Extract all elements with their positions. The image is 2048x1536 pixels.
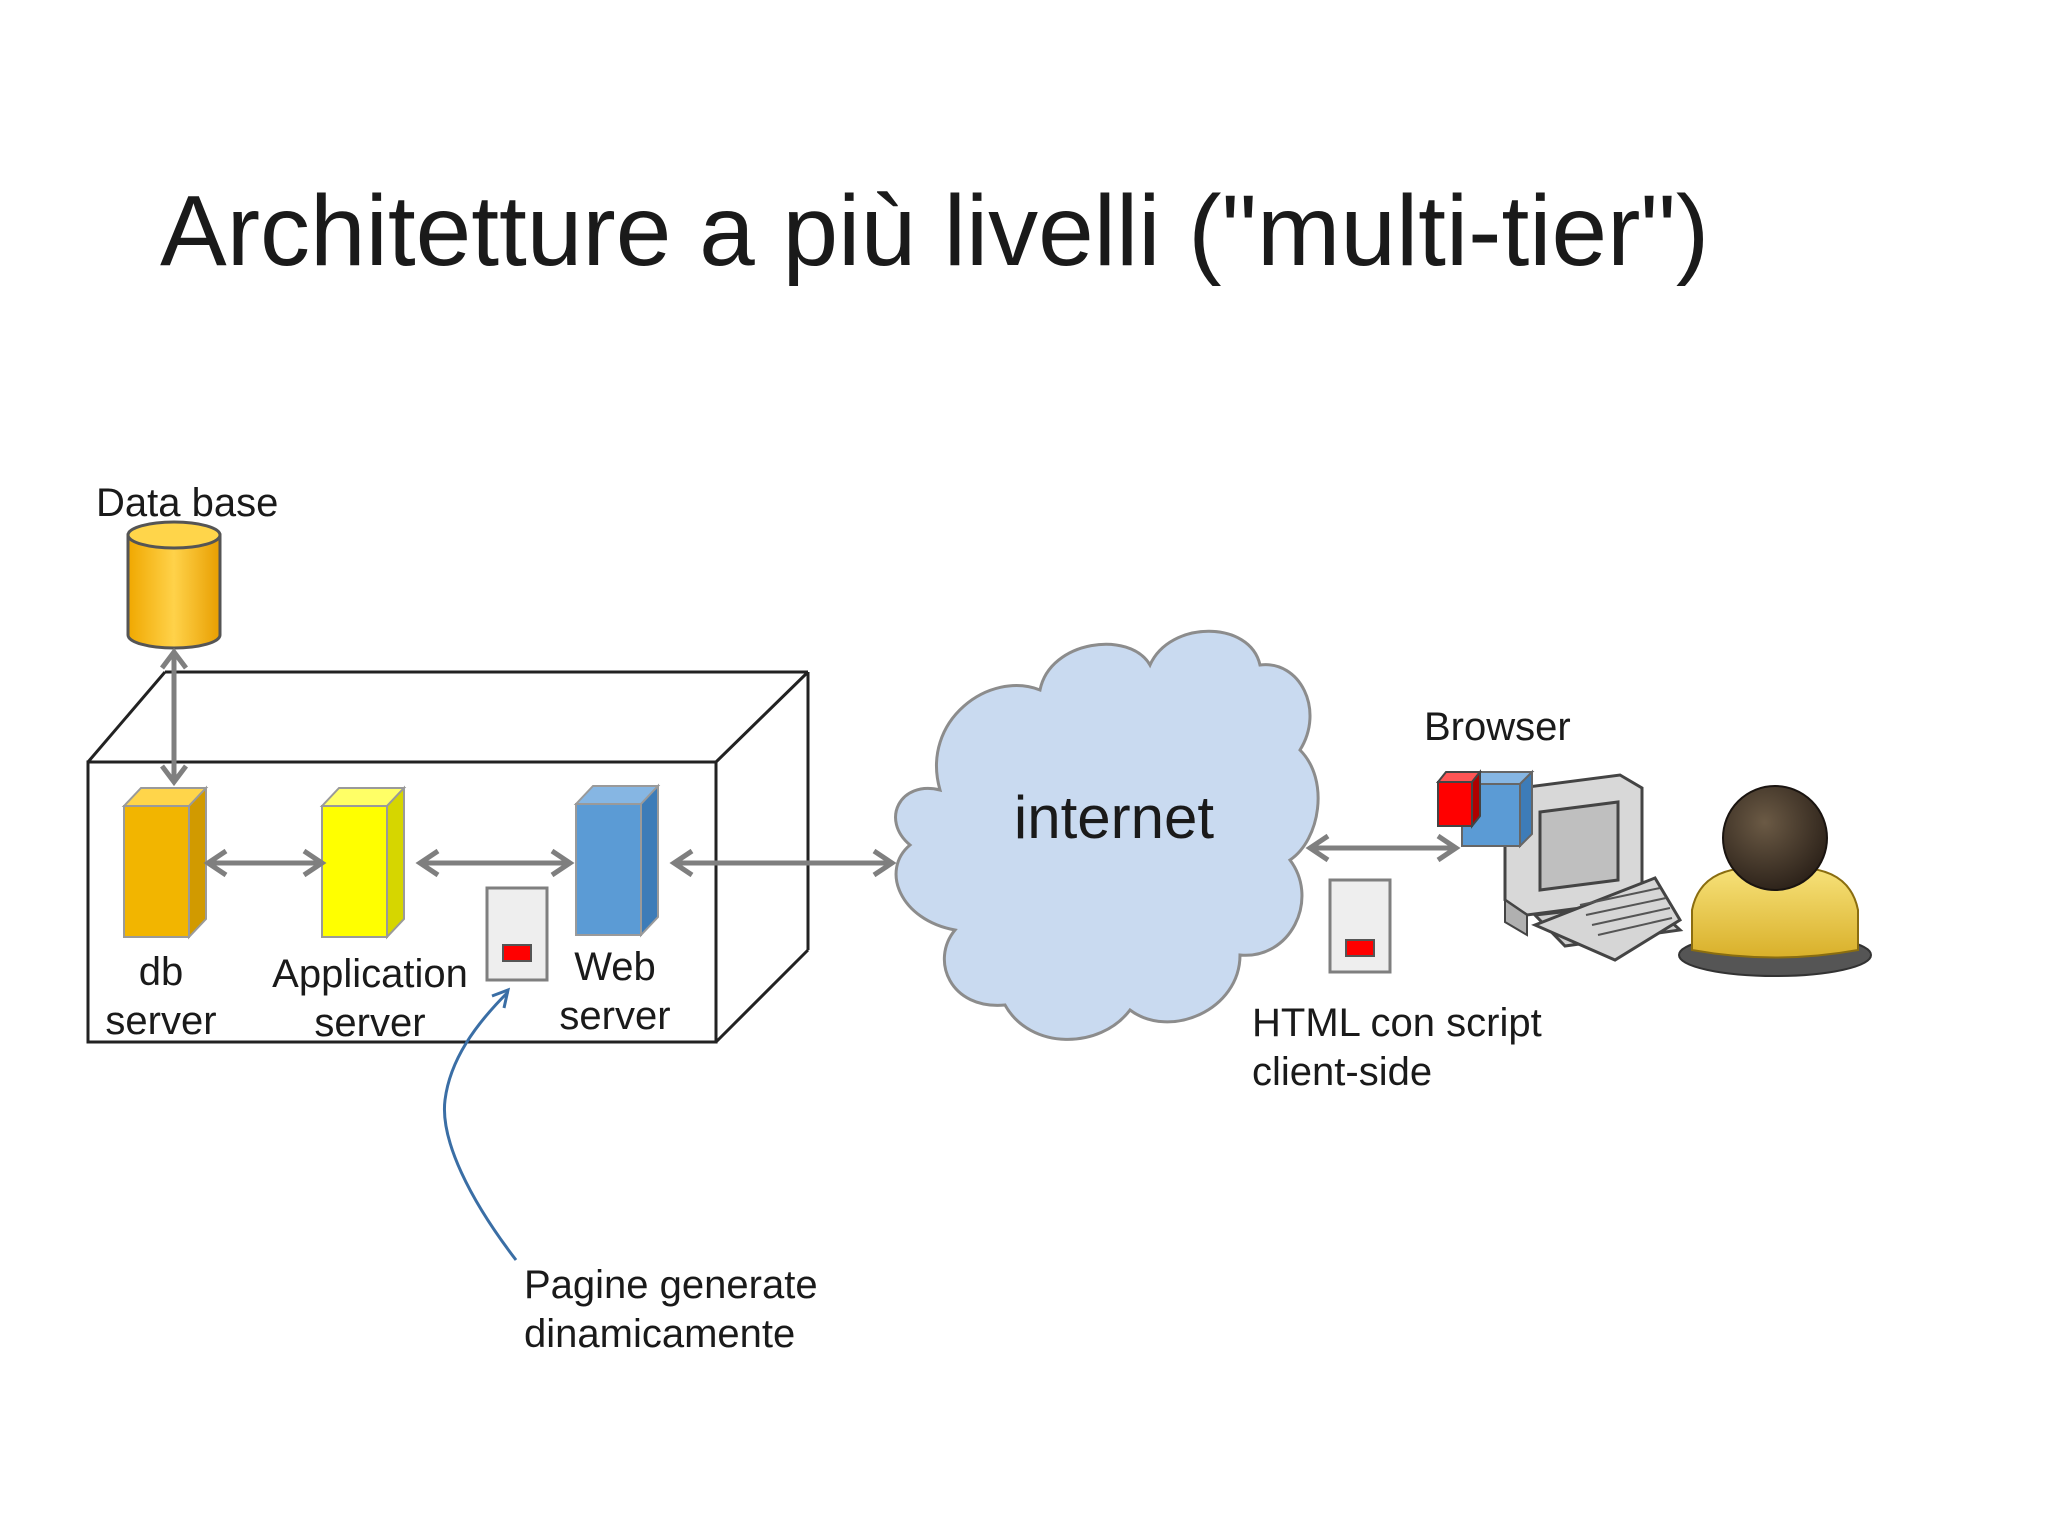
application-server-label-line1: Application [272,952,468,996]
web-server-block [573,783,661,938]
generated-page-icon [485,886,549,982]
web-internet-arrow [669,848,897,878]
web-server-label-line2: server [559,994,670,1038]
user-icon [1678,785,1872,977]
web-server-label-line1: Web [574,945,656,989]
server-enclosure [86,670,810,1044]
browser-label: Browser [1424,705,1571,749]
application-server-block [319,785,407,940]
internet-cloud-icon [894,629,1320,1041]
client-page-label-line1: HTML con script [1252,1001,1542,1045]
db-server-label-line1: db [139,950,184,994]
db-server-block [121,785,209,940]
application-server-label-line2: server [314,1001,425,1045]
client-page-label-line2: client-side [1252,1050,1432,1094]
database-cylinder-icon [126,520,222,650]
client-page-icon [1328,878,1392,974]
computer-icon [1503,773,1684,962]
database-db-arrow [160,647,188,787]
db-application-arrow [203,848,327,878]
slide-title: Architetture a più livelli ("multi-tier"… [160,175,1709,287]
dynamic-pages-label-line2: dinamicamente [524,1312,795,1356]
database-label: Data base [96,481,278,525]
internet-browser-arrow [1305,833,1461,863]
db-server-label-line2: server [105,999,216,1043]
dynamic-pages-callout-arrow [442,987,518,1261]
application-web-arrow [415,848,575,878]
dynamic-pages-label-line1: Pagine generate [524,1263,818,1307]
browser-icon [1435,769,1535,849]
internet-label: internet [1014,784,1214,851]
